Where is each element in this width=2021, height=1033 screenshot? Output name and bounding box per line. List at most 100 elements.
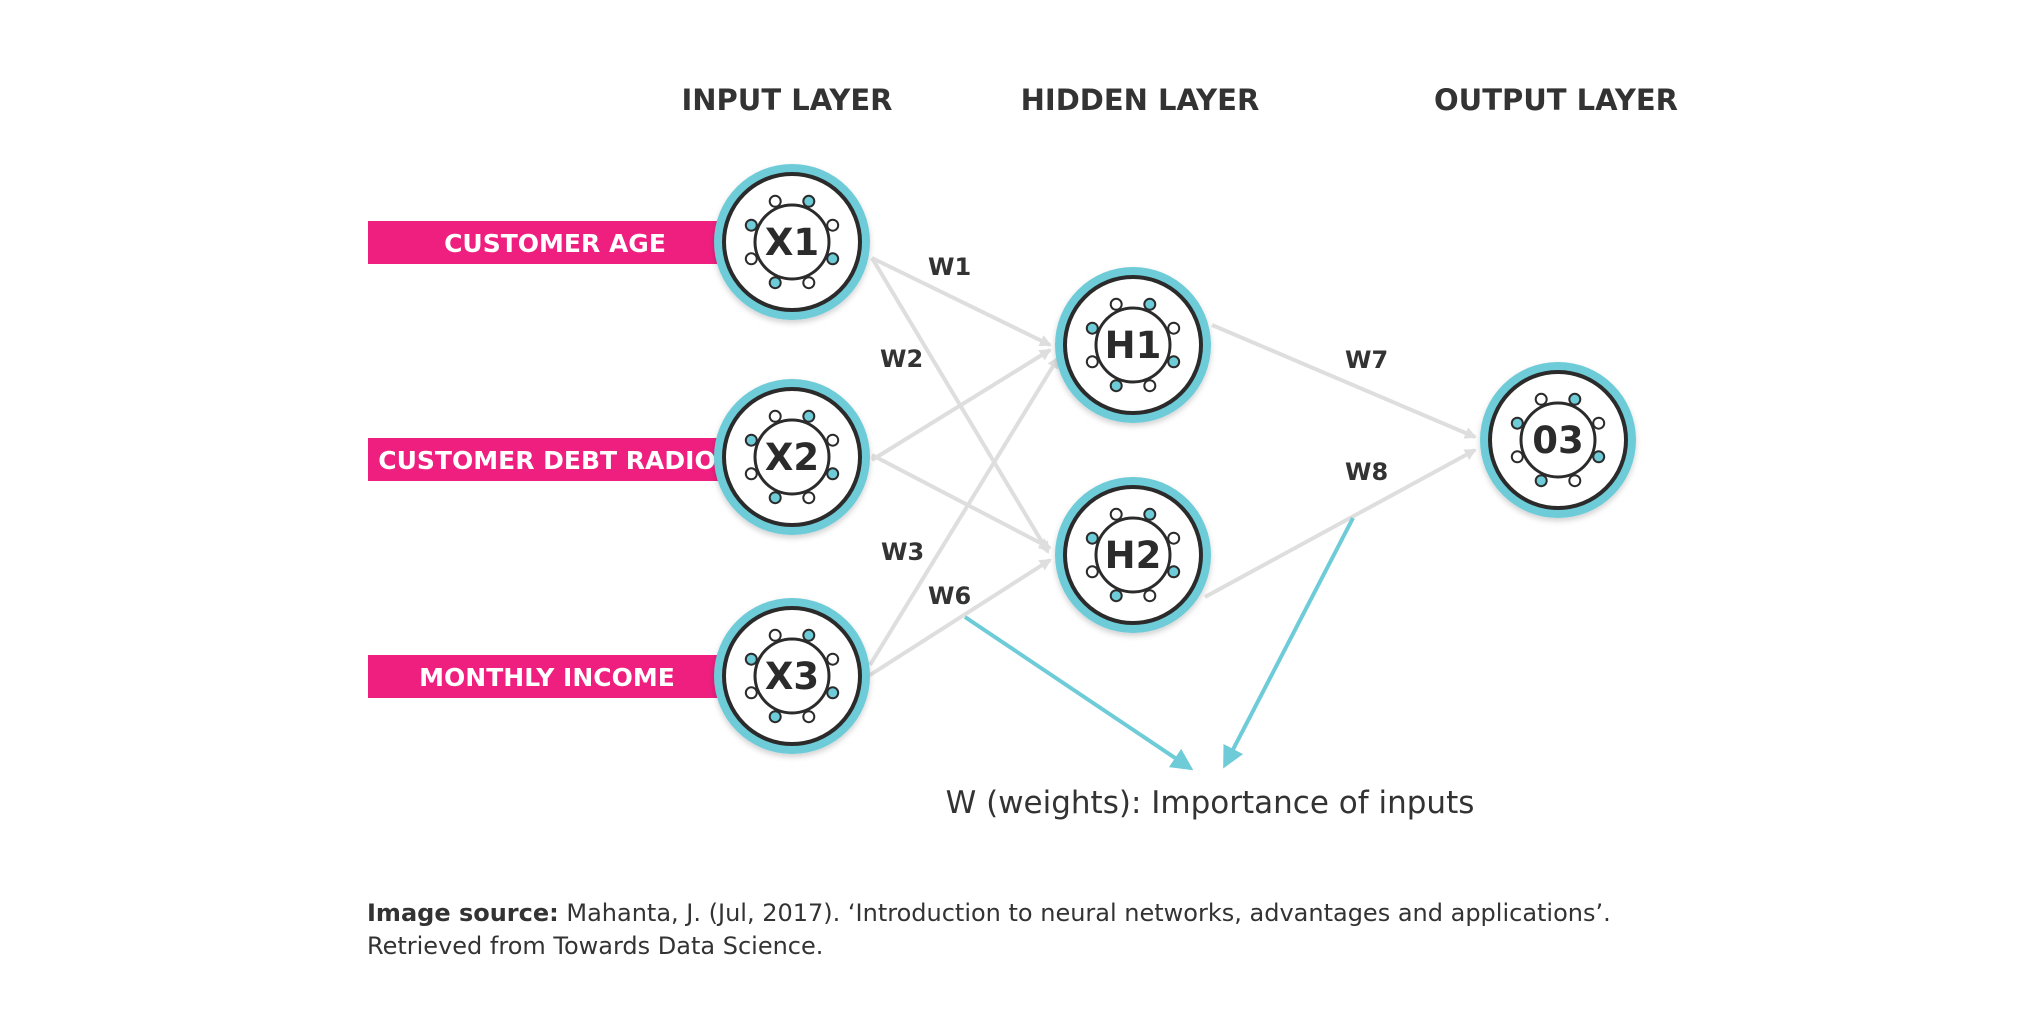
node-dot [768,491,782,505]
node-dot [826,252,840,266]
edge-h1-o3 [1211,323,1477,439]
node-inner-ring [1094,306,1172,384]
citation-line-2: Retrieved from Towards Data Science. [367,932,824,960]
edge-x1-h1 [871,256,1052,347]
node-inner-ring [753,418,831,496]
node-o3: 03 [1480,362,1636,518]
node-dot [1109,507,1123,521]
node-label: X3 [765,655,819,698]
node-dot [1109,297,1123,311]
node-dot [826,686,840,700]
node-dot [826,652,840,666]
weights-annotation-arrows [963,517,1355,771]
input-label-customer-age: CUSTOMER AGE [368,221,718,264]
node-dot [802,491,816,505]
weight-label-w1: W1 [928,253,971,281]
node-inner-ring [753,203,831,281]
node-inner-ring [1094,516,1172,594]
weight-label-w8: W8 [1345,458,1388,486]
node-label: X1 [765,221,819,264]
image-source-citation: Image source: Mahanta, J. (Jul, 2017). ‘… [367,897,1867,963]
node-h2: H2 [1055,477,1211,633]
node-dot [1143,507,1157,521]
node-x1: X1 [714,164,870,320]
node-x3: X3 [714,598,870,754]
input-label-customer-debt-radio: CUSTOMER DEBT RADIO [368,438,718,481]
node-dot [1143,297,1157,311]
node-dot [1109,589,1123,603]
node-dot [1085,355,1099,369]
node-dot [1592,450,1606,464]
node-label: 03 [1532,419,1584,462]
edge-x3-h1 [868,356,1060,667]
node-x2: X2 [714,379,870,535]
weight-label-w3: W3 [881,538,924,566]
node-dot [744,652,758,666]
node-dot [1143,379,1157,393]
node-dot [744,686,758,700]
node-dot [802,276,816,290]
node-body [1488,370,1628,510]
node-body [722,387,862,527]
node-dot [1534,392,1548,406]
citation-line-1: Image source: Mahanta, J. (Jul, 2017). ‘… [367,897,1867,930]
node-dot [802,409,816,423]
node-dot [1167,531,1181,545]
node-body [1063,485,1203,625]
node-dot [1167,321,1181,335]
citation-text: Mahanta, J. (Jul, 2017). ‘Introduction t… [558,899,1611,927]
node-label: H2 [1105,534,1162,577]
edge-x2-h2 [871,453,1052,550]
weight-label-w2: W2 [880,345,923,373]
node-dot [1109,379,1123,393]
node-dot [1534,474,1548,488]
input-layer-title: INPUT LAYER [681,83,892,117]
node-dot [1167,355,1181,369]
node-dot [744,467,758,481]
edge-h2-o3 [1204,448,1477,599]
weight-label-w6: W6 [928,582,971,610]
node-dot [768,194,782,208]
node-dot [826,218,840,232]
node-dot [1568,474,1582,488]
annotation-arrow-w6 [963,615,1194,771]
node-dot [802,194,816,208]
connections [868,256,1477,677]
node-dot [744,252,758,266]
node-inner-ring [753,637,831,715]
node-body [722,172,862,312]
node-dot [1085,565,1099,579]
node-dot [1143,589,1157,603]
citation-label: Image source: [367,899,559,927]
edge-x3-h2 [868,558,1052,677]
node-body [1063,275,1203,415]
input-label-text: MONTHLY INCOME [419,663,675,692]
node-dot [1085,531,1099,545]
node-dot [802,628,816,642]
node-dot [744,433,758,447]
hidden-layer-title: HIDDEN LAYER [1021,83,1260,117]
input-label-text: CUSTOMER DEBT RADIO [378,446,715,475]
node-dot [744,218,758,232]
node-dot [826,467,840,481]
edge-x2-h1 [870,348,1052,462]
input-label-text: CUSTOMER AGE [444,229,666,258]
annotation-arrow-w8 [1223,517,1355,769]
node-dot [768,628,782,642]
input-label-monthly-income: MONTHLY INCOME [368,655,718,698]
node-h1: H1 [1055,267,1211,423]
node-dot [1167,565,1181,579]
node-dot [768,710,782,724]
weights-caption: W (weights): Importance of inputs [946,785,1475,821]
node-dot [1592,416,1606,430]
node-dot [826,433,840,447]
node-inner-ring [1519,401,1597,479]
node-dot [1568,392,1582,406]
node-dot [768,409,782,423]
weight-label-w7: W7 [1345,346,1388,374]
node-label: X2 [765,436,819,479]
node-body [722,606,862,746]
node-label: H1 [1105,324,1162,367]
node-dot [802,710,816,724]
node-dot [1510,416,1524,430]
